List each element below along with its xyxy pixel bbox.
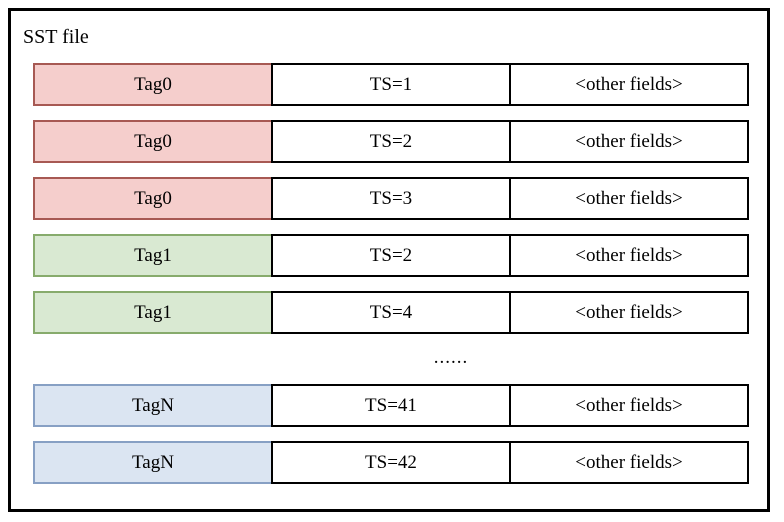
record-tag-cell: TagN [33,441,273,484]
record-timestamp-cell: TS=3 [271,177,511,220]
sst-file-title: SST file [23,26,89,48]
record-tag-cell: Tag0 [33,63,273,106]
record-other-fields-cell: <other fields> [509,120,749,163]
record-other-fields-cell: <other fields> [509,234,749,277]
record-timestamp-cell: TS=1 [271,63,511,106]
record-timestamp-cell: TS=41 [271,384,511,427]
ellipsis-label: ...... [433,347,469,368]
record-timestamp-cell: TS=2 [271,234,511,277]
record-tag-cell: Tag1 [33,291,273,334]
record-other-fields-cell: <other fields> [509,441,749,484]
record-tag-cell: TagN [33,384,273,427]
record-other-fields-cell: <other fields> [509,63,749,106]
record-tag-cell: Tag1 [33,234,273,277]
record-other-fields-cell: <other fields> [509,384,749,427]
record-tag-cell: Tag0 [33,177,273,220]
record-other-fields-cell: <other fields> [509,177,749,220]
record-timestamp-cell: TS=2 [271,120,511,163]
record-timestamp-cell: TS=42 [271,441,511,484]
record-timestamp-cell: TS=4 [271,291,511,334]
record-other-fields-cell: <other fields> [509,291,749,334]
ellipsis-row: ...... [33,348,751,374]
record-tag-cell: Tag0 [33,120,273,163]
